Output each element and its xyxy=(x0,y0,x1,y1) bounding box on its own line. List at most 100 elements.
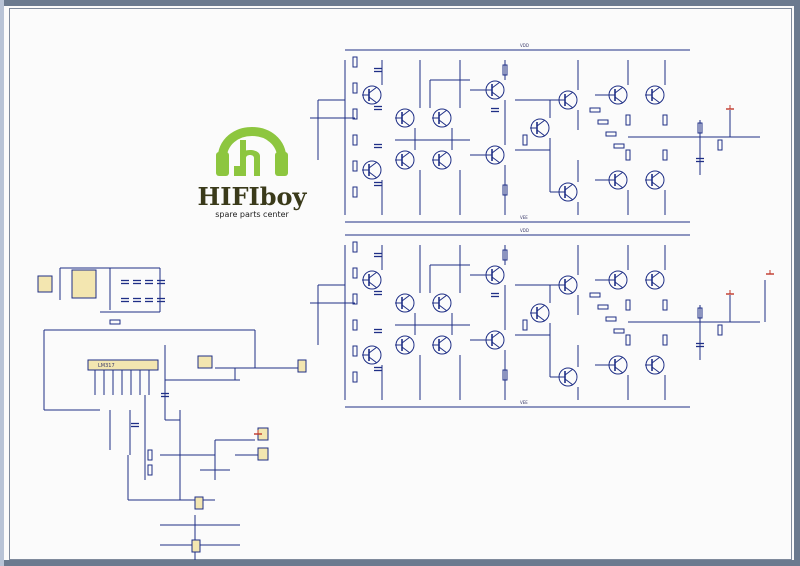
resistor xyxy=(352,319,358,331)
capacitor xyxy=(145,279,153,285)
transistor xyxy=(432,108,452,128)
resistor xyxy=(613,328,625,334)
transistor xyxy=(485,265,505,285)
resistor xyxy=(589,107,601,113)
ground-symbol xyxy=(726,105,734,110)
resistor xyxy=(352,160,358,172)
net-label: VDD xyxy=(520,228,529,233)
schematic-sheet xyxy=(9,8,792,560)
brand-logo: HIFIboy spare parts center xyxy=(196,112,308,224)
resistor xyxy=(605,316,617,322)
resistor xyxy=(352,267,358,279)
transistor xyxy=(558,182,578,202)
capacitor xyxy=(133,297,141,303)
capacitor xyxy=(374,181,382,187)
transistor xyxy=(485,80,505,100)
transistor xyxy=(485,145,505,165)
capacitor xyxy=(161,392,169,398)
transistor xyxy=(432,293,452,313)
resistor xyxy=(352,108,358,120)
transistor xyxy=(395,108,415,128)
ic-regulator xyxy=(87,359,159,371)
connector xyxy=(297,359,307,373)
resistor xyxy=(625,299,631,311)
transistor xyxy=(362,160,382,180)
capacitor xyxy=(121,279,129,285)
capacitor xyxy=(374,290,382,296)
transistor xyxy=(608,270,628,290)
resistor xyxy=(352,186,358,198)
capacitor xyxy=(121,297,129,303)
capacitor xyxy=(696,157,704,163)
capacitor xyxy=(491,292,499,298)
connector xyxy=(197,355,213,369)
capacitor xyxy=(696,342,704,348)
capacitor xyxy=(374,105,382,111)
transistor xyxy=(558,90,578,110)
ground-symbol xyxy=(726,290,734,295)
resistor xyxy=(597,304,609,310)
headphones-icon xyxy=(216,127,288,176)
ground-symbol xyxy=(766,270,774,275)
resistor xyxy=(613,143,625,149)
transistor xyxy=(432,150,452,170)
capacitor xyxy=(374,143,382,149)
resistor xyxy=(662,334,668,346)
resistor xyxy=(109,319,121,325)
transistor xyxy=(395,335,415,355)
transistor xyxy=(608,85,628,105)
connector xyxy=(194,496,204,510)
regulator-label: LM317 xyxy=(98,363,115,369)
transistor xyxy=(645,355,665,375)
transistor xyxy=(645,270,665,290)
resistor xyxy=(147,449,153,461)
resistor xyxy=(662,114,668,126)
rail-labels: VDD VEE VDD VEE LM317 xyxy=(98,43,529,405)
capacitor xyxy=(145,297,153,303)
ground-symbol xyxy=(254,430,262,435)
transistor xyxy=(485,330,505,350)
resistor xyxy=(597,119,609,125)
resistor xyxy=(502,369,508,381)
resistor xyxy=(717,139,723,151)
resistor xyxy=(625,149,631,161)
transistor xyxy=(530,303,550,323)
net-label: VEE xyxy=(520,400,528,405)
transistor xyxy=(362,85,382,105)
resistor xyxy=(352,371,358,383)
transistor xyxy=(395,150,415,170)
resistor xyxy=(522,134,528,146)
resistor xyxy=(662,299,668,311)
components xyxy=(37,56,774,553)
resistor xyxy=(625,114,631,126)
resistor xyxy=(352,82,358,94)
capacitor xyxy=(491,107,499,113)
transistor xyxy=(395,293,415,313)
capacitor xyxy=(374,366,382,372)
resistor xyxy=(502,64,508,76)
capacitor xyxy=(374,328,382,334)
capacitor xyxy=(157,297,165,303)
resistor xyxy=(625,334,631,346)
net-label: VDD xyxy=(520,43,529,48)
resistor xyxy=(147,464,153,476)
transistor xyxy=(558,367,578,387)
transistor xyxy=(530,118,550,138)
resistor xyxy=(352,134,358,146)
resistor xyxy=(717,324,723,336)
transistor xyxy=(362,345,382,365)
brand-name: HIFIboy xyxy=(197,182,307,211)
frame-border-top xyxy=(0,0,800,6)
wires xyxy=(43,49,766,560)
transistor xyxy=(645,170,665,190)
connector xyxy=(37,275,53,293)
connector xyxy=(71,269,97,299)
resistor xyxy=(352,241,358,253)
transistor xyxy=(558,275,578,295)
capacitor xyxy=(133,279,141,285)
capacitor xyxy=(157,279,165,285)
net-label: VEE xyxy=(520,215,528,220)
transistor xyxy=(432,335,452,355)
resistor xyxy=(605,131,617,137)
